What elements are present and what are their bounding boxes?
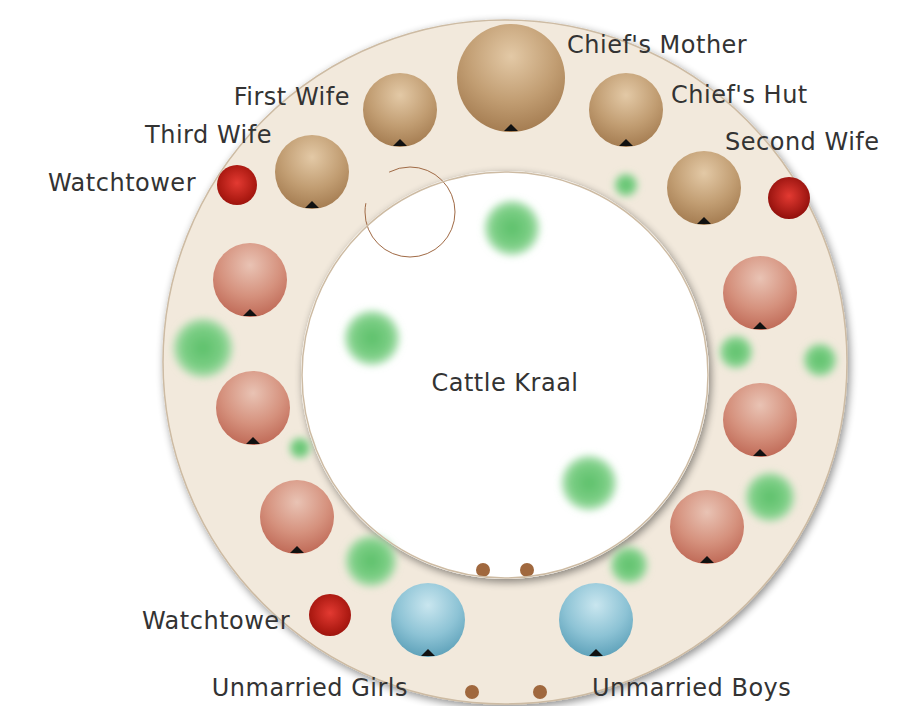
chief-mother-hut-shape <box>457 24 565 132</box>
unmarried-girls-hut-shape <box>391 583 465 657</box>
wife-hut-shape <box>667 151 741 225</box>
wife-hut-shape <box>363 73 437 147</box>
wife-hut: First Wife <box>363 73 437 147</box>
hut-label: Watchtower <box>142 608 290 634</box>
wife-hut-shape <box>275 135 349 209</box>
watchtower-shape <box>309 594 351 636</box>
hut-label: Chief's Mother <box>567 32 747 58</box>
hut-label: Second Wife <box>725 129 880 155</box>
chief-hut: Chief's Hut <box>589 73 663 147</box>
chief-hut-shape <box>589 73 663 147</box>
hut-label: Watchtower <box>48 170 196 196</box>
unmarried-boys-hut: Unmarried Boys <box>559 583 633 657</box>
wife-hut: Third Wife <box>275 135 349 209</box>
unmarried-girls-hut: Unmarried Girls <box>391 583 465 657</box>
hut-label: Unmarried Girls <box>212 675 408 701</box>
cattle-kraal: Cattle Kraal <box>301 171 709 579</box>
wife-hut: Second Wife <box>667 151 741 225</box>
hut-label: First Wife <box>234 84 350 110</box>
hut-label: Third Wife <box>145 122 272 148</box>
watchtower: Watchtower <box>217 165 257 205</box>
hut-label: Chief's Hut <box>671 82 808 108</box>
watchtower: Watchtower <box>309 594 351 636</box>
hut-label: Unmarried Boys <box>592 675 791 701</box>
chief-mother-hut: Chief's Mother <box>457 24 565 132</box>
unmarried-boys-hut-shape <box>559 583 633 657</box>
hut-label: Cattle Kraal <box>431 370 578 396</box>
watchtower-shape <box>217 165 257 205</box>
